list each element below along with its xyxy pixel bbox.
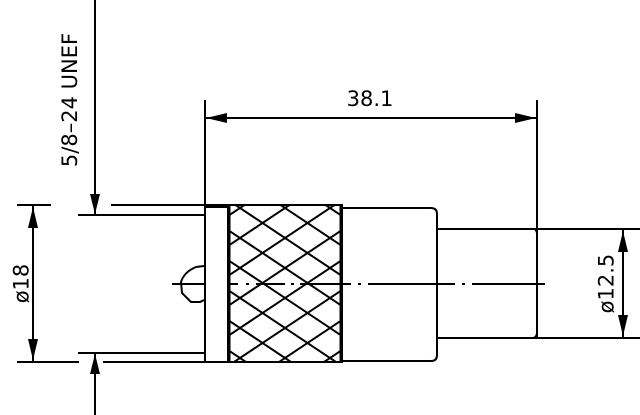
knurled-coupling-nut: [227, 204, 343, 363]
thread-dimension-line: [90, 0, 100, 415]
cable-diameter-label: ø12.5: [594, 253, 619, 314]
center-pin: [179, 265, 205, 303]
length-dimension: [205, 100, 538, 338]
cable-diameter-dimension: [618, 229, 628, 338]
coupling-flange: [204, 204, 229, 363]
outer-diameter-dimension: [17, 204, 79, 363]
length-label: 38.1: [346, 87, 394, 111]
cable-section: [437, 228, 640, 339]
thread-spec-label: 5/8–24 UNEF: [58, 32, 82, 168]
outer-diameter-label: ø18: [9, 263, 34, 304]
